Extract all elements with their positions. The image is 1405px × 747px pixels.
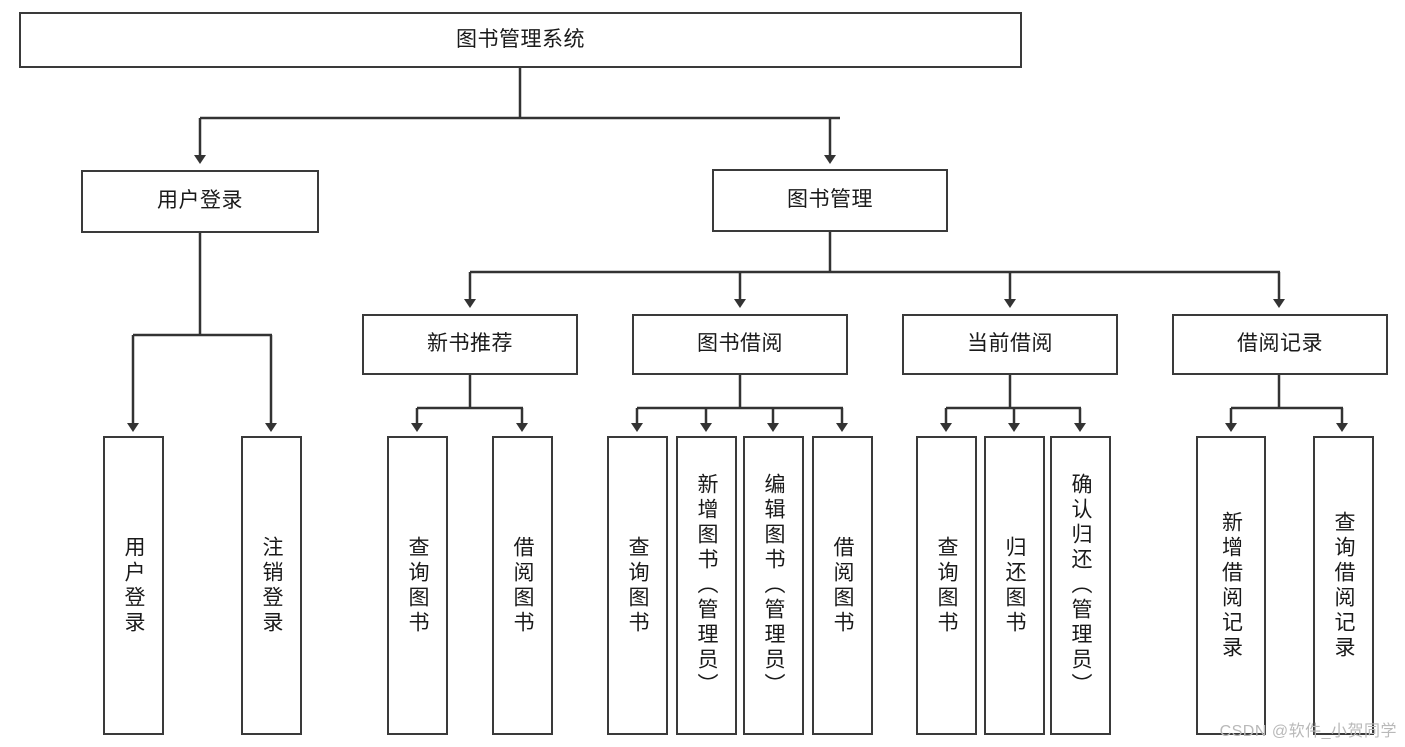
node-label: 查询图书 — [935, 535, 958, 636]
node-label: 用户登录 — [157, 189, 243, 213]
node-label: 借阅图书 — [831, 535, 854, 636]
node-book-management[interactable]: 图书管理 — [712, 169, 948, 232]
node-label: 查询借阅记录 — [1332, 510, 1355, 661]
node-current-borrow[interactable]: 当前借阅 — [902, 314, 1118, 375]
node-label: 借阅图书 — [511, 535, 534, 636]
node-label: 图书管理系统 — [456, 27, 585, 51]
node-book-borrow[interactable]: 图书借阅 — [632, 314, 848, 375]
node-label: 新增图书（管理员） — [695, 473, 718, 698]
leaf-current-borrow-query-book[interactable]: 查询图书 — [916, 436, 977, 735]
leaf-current-borrow-return-book[interactable]: 归还图书 — [984, 436, 1045, 735]
leaf-borrow-record-add-record[interactable]: 新增借阅记录 — [1196, 436, 1266, 735]
watermark-csdn: CSDN @软件_小贺同学 — [1219, 723, 1397, 740]
node-label: 编辑图书（管理员） — [762, 473, 785, 698]
node-root-book-management-system[interactable]: 图书管理系统 — [19, 12, 1022, 68]
node-label: 图书借阅 — [697, 332, 783, 356]
node-new-book-recommend[interactable]: 新书推荐 — [362, 314, 578, 375]
node-label: 归还图书 — [1003, 535, 1026, 636]
leaf-book-borrow-add-book-admin[interactable]: 新增图书（管理员） — [676, 436, 737, 735]
node-user-login[interactable]: 用户登录 — [81, 170, 319, 233]
node-label: 注销登录 — [260, 535, 283, 636]
leaf-book-borrow-query-book[interactable]: 查询图书 — [607, 436, 668, 735]
node-label: 确认归还（管理员） — [1069, 473, 1092, 698]
leaf-new-book-query-book[interactable]: 查询图书 — [387, 436, 448, 735]
node-borrow-record[interactable]: 借阅记录 — [1172, 314, 1388, 375]
leaf-current-borrow-confirm-return-admin[interactable]: 确认归还（管理员） — [1050, 436, 1111, 735]
node-label: 图书管理 — [787, 188, 873, 212]
node-label: 新书推荐 — [427, 332, 513, 356]
node-label: 借阅记录 — [1237, 332, 1323, 356]
node-label: 用户登录 — [122, 535, 145, 636]
node-label: 查询图书 — [626, 535, 649, 636]
leaf-user-login-logout[interactable]: 注销登录 — [241, 436, 302, 735]
node-label: 当前借阅 — [967, 332, 1053, 356]
leaf-user-login-login[interactable]: 用户登录 — [103, 436, 164, 735]
node-label: 新增借阅记录 — [1219, 510, 1243, 661]
leaf-new-book-borrow-book[interactable]: 借阅图书 — [492, 436, 553, 735]
node-label: 查询图书 — [406, 535, 429, 636]
leaf-book-borrow-borrow-book[interactable]: 借阅图书 — [812, 436, 873, 735]
leaf-borrow-record-query-record[interactable]: 查询借阅记录 — [1313, 436, 1374, 735]
leaf-book-borrow-edit-book-admin[interactable]: 编辑图书（管理员） — [743, 436, 804, 735]
